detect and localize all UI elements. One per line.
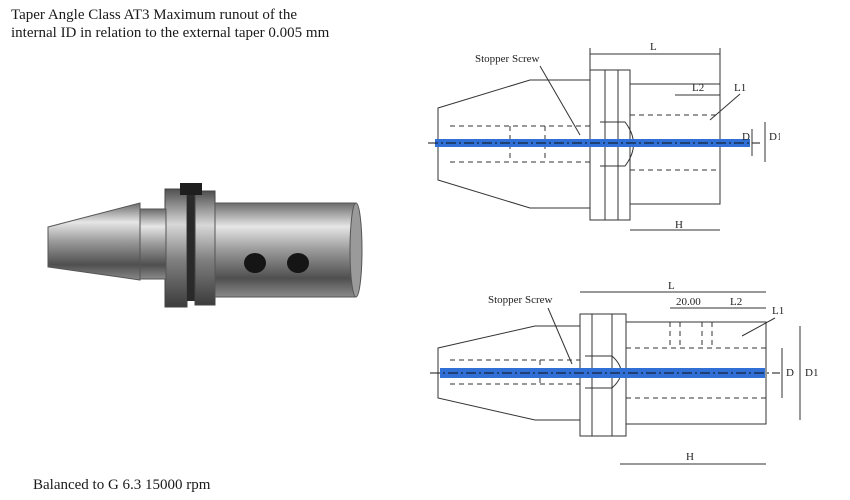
coolant-channel-bottom: [440, 368, 765, 378]
dim-L1-top: L1: [734, 82, 746, 94]
dim-L2-bottom: L2: [730, 296, 742, 308]
stopper-screw-label-bottom: Stopper Screw: [488, 294, 553, 306]
spec-title: Taper Angle Class AT3 Maximum runout of …: [11, 6, 411, 42]
stopper-screw-label-top: Stopper Screw: [475, 53, 540, 65]
dim-L2-top: L2: [692, 82, 704, 94]
dim-L1-bottom: L1: [772, 305, 784, 317]
tool-holder-photo: [47, 183, 363, 308]
dim-D1-bottom: D1: [805, 367, 818, 379]
dim-H-bottom: H: [686, 451, 694, 463]
dim-2000-bottom: 20.00: [676, 296, 701, 308]
dim-D-top: D: [742, 131, 750, 143]
dim-D-bottom: D: [786, 367, 794, 379]
spec-title-line1: Taper Angle Class AT3 Maximum runout of …: [11, 7, 297, 23]
dim-H-top: H: [675, 219, 683, 231]
top-drawing: L L2 L1 D D1 H Stopper Screw: [428, 41, 780, 231]
balance-note: Balanced to G 6.3 15000 rpm: [33, 477, 211, 493]
dim-L-top: L: [650, 41, 657, 53]
spec-title-line2: internal ID in relation to the external …: [11, 25, 330, 41]
bottom-drawing: L 20.00 L2 L1 D D1 H Stopper Screw: [430, 280, 818, 465]
dim-D1-top: D1: [769, 131, 780, 143]
dim-L-bottom: L: [668, 280, 675, 292]
